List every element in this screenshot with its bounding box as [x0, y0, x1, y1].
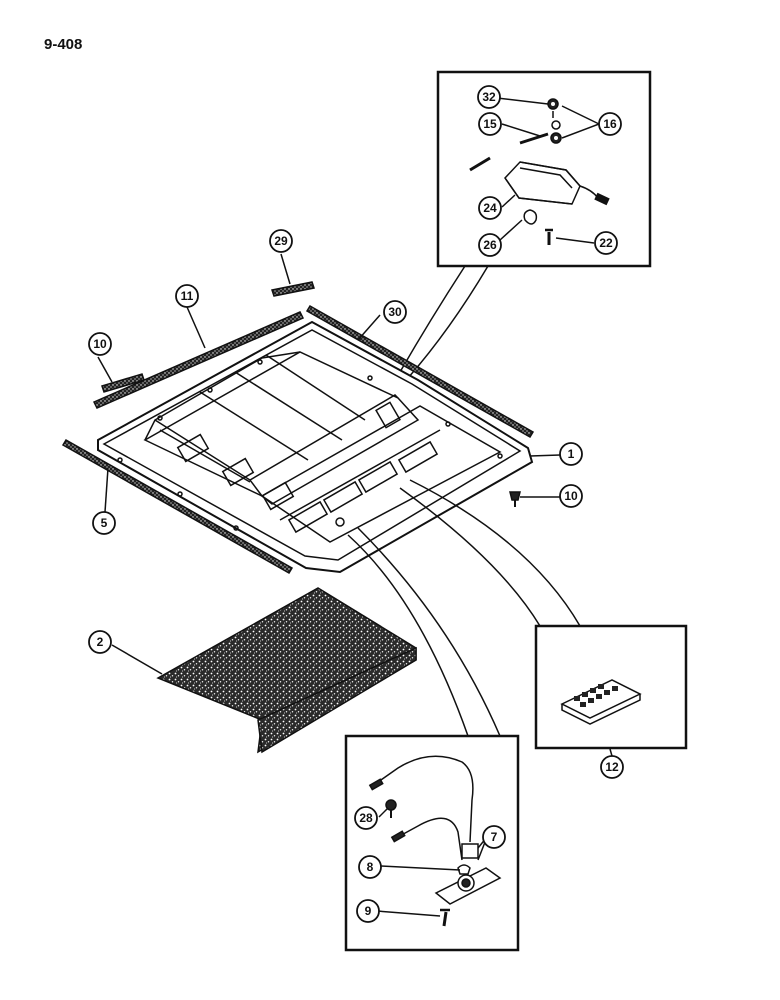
callout-11: 11 [175, 284, 199, 308]
leader-8 [379, 865, 461, 871]
callout-16: 16 [598, 112, 622, 136]
seal-strip-30 [101, 373, 145, 393]
switch-harness [368, 755, 502, 927]
callout-9: 9 [356, 899, 380, 923]
leader-32 [496, 97, 549, 105]
callout-8: 8 [358, 855, 382, 879]
callout-5: 5 [92, 511, 116, 535]
callout-24: 24 [478, 196, 502, 220]
headliner-panel [156, 587, 417, 754]
lamp-connector [399, 265, 489, 379]
seal-strip-10-front [61, 438, 294, 575]
leader-2 [111, 644, 163, 675]
leader-10-rear [357, 314, 381, 341]
callout-10: 10 [88, 332, 112, 356]
leader-22 [555, 237, 595, 244]
callout-number: 12 [605, 760, 619, 774]
callout-number: 24 [483, 201, 497, 215]
inset-fuse-box [534, 624, 688, 750]
callout-28: 28 [354, 806, 378, 830]
callout-7: 7 [482, 825, 506, 849]
callout-number: 1 [568, 447, 575, 461]
fuse-block [560, 679, 642, 725]
callout-number: 8 [367, 860, 374, 874]
callout-1: 1 [559, 442, 583, 466]
inset-switch-box [344, 734, 520, 952]
callout-number: 16 [603, 117, 617, 131]
callout-number: 10 [564, 489, 578, 503]
leader-24 [501, 194, 516, 208]
leader-16a [561, 105, 600, 125]
inset-lamp-box [436, 70, 652, 268]
fuse-connector [399, 479, 581, 627]
callout-number: 22 [599, 236, 613, 250]
leader-9 [376, 910, 441, 917]
callout-15: 15 [478, 112, 502, 136]
callout-number: 7 [491, 830, 498, 844]
seal-strip-10-rear [305, 304, 535, 439]
switch-connector [347, 527, 501, 737]
callout-26: 26 [478, 233, 502, 257]
leader-30 [97, 356, 113, 383]
roof-panel [97, 320, 534, 574]
callout-number: 5 [101, 516, 108, 530]
lamp-small-parts [469, 98, 562, 245]
page-number: 9-408 [44, 36, 83, 53]
leader-26 [499, 219, 523, 241]
seal-strip-29 [271, 281, 315, 297]
callout-32: 32 [477, 85, 501, 109]
callout-number: 11 [181, 289, 194, 303]
screw-28 [385, 799, 397, 818]
leader-12 [609, 748, 613, 757]
callout-22: 22 [594, 231, 618, 255]
callout-number: 2 [97, 635, 104, 649]
callout-number: 9 [365, 904, 372, 918]
callout-10: 10 [559, 484, 583, 508]
leader-28 [378, 807, 389, 818]
leader-16b [561, 123, 600, 139]
callout-2: 2 [88, 630, 112, 654]
callout-number: 29 [274, 234, 288, 248]
leader-15 [501, 123, 541, 137]
callout-number: 26 [483, 238, 497, 252]
screw-5 [509, 491, 521, 507]
callout-29: 29 [269, 229, 293, 253]
seal-strip-11 [92, 311, 305, 409]
callout-number: 15 [483, 117, 497, 131]
callout-30: 30 [383, 300, 407, 324]
leader-11 [186, 306, 206, 349]
leader-1 [529, 454, 561, 457]
callout-12: 12 [600, 755, 624, 779]
callout-number: 28 [359, 811, 373, 825]
callout-number: 30 [388, 305, 402, 319]
dome-lamp-part [504, 161, 610, 206]
leader-10-front [104, 467, 109, 513]
callout-number: 32 [482, 90, 496, 104]
leader-29 [280, 253, 291, 285]
callout-number: 10 [93, 337, 107, 351]
